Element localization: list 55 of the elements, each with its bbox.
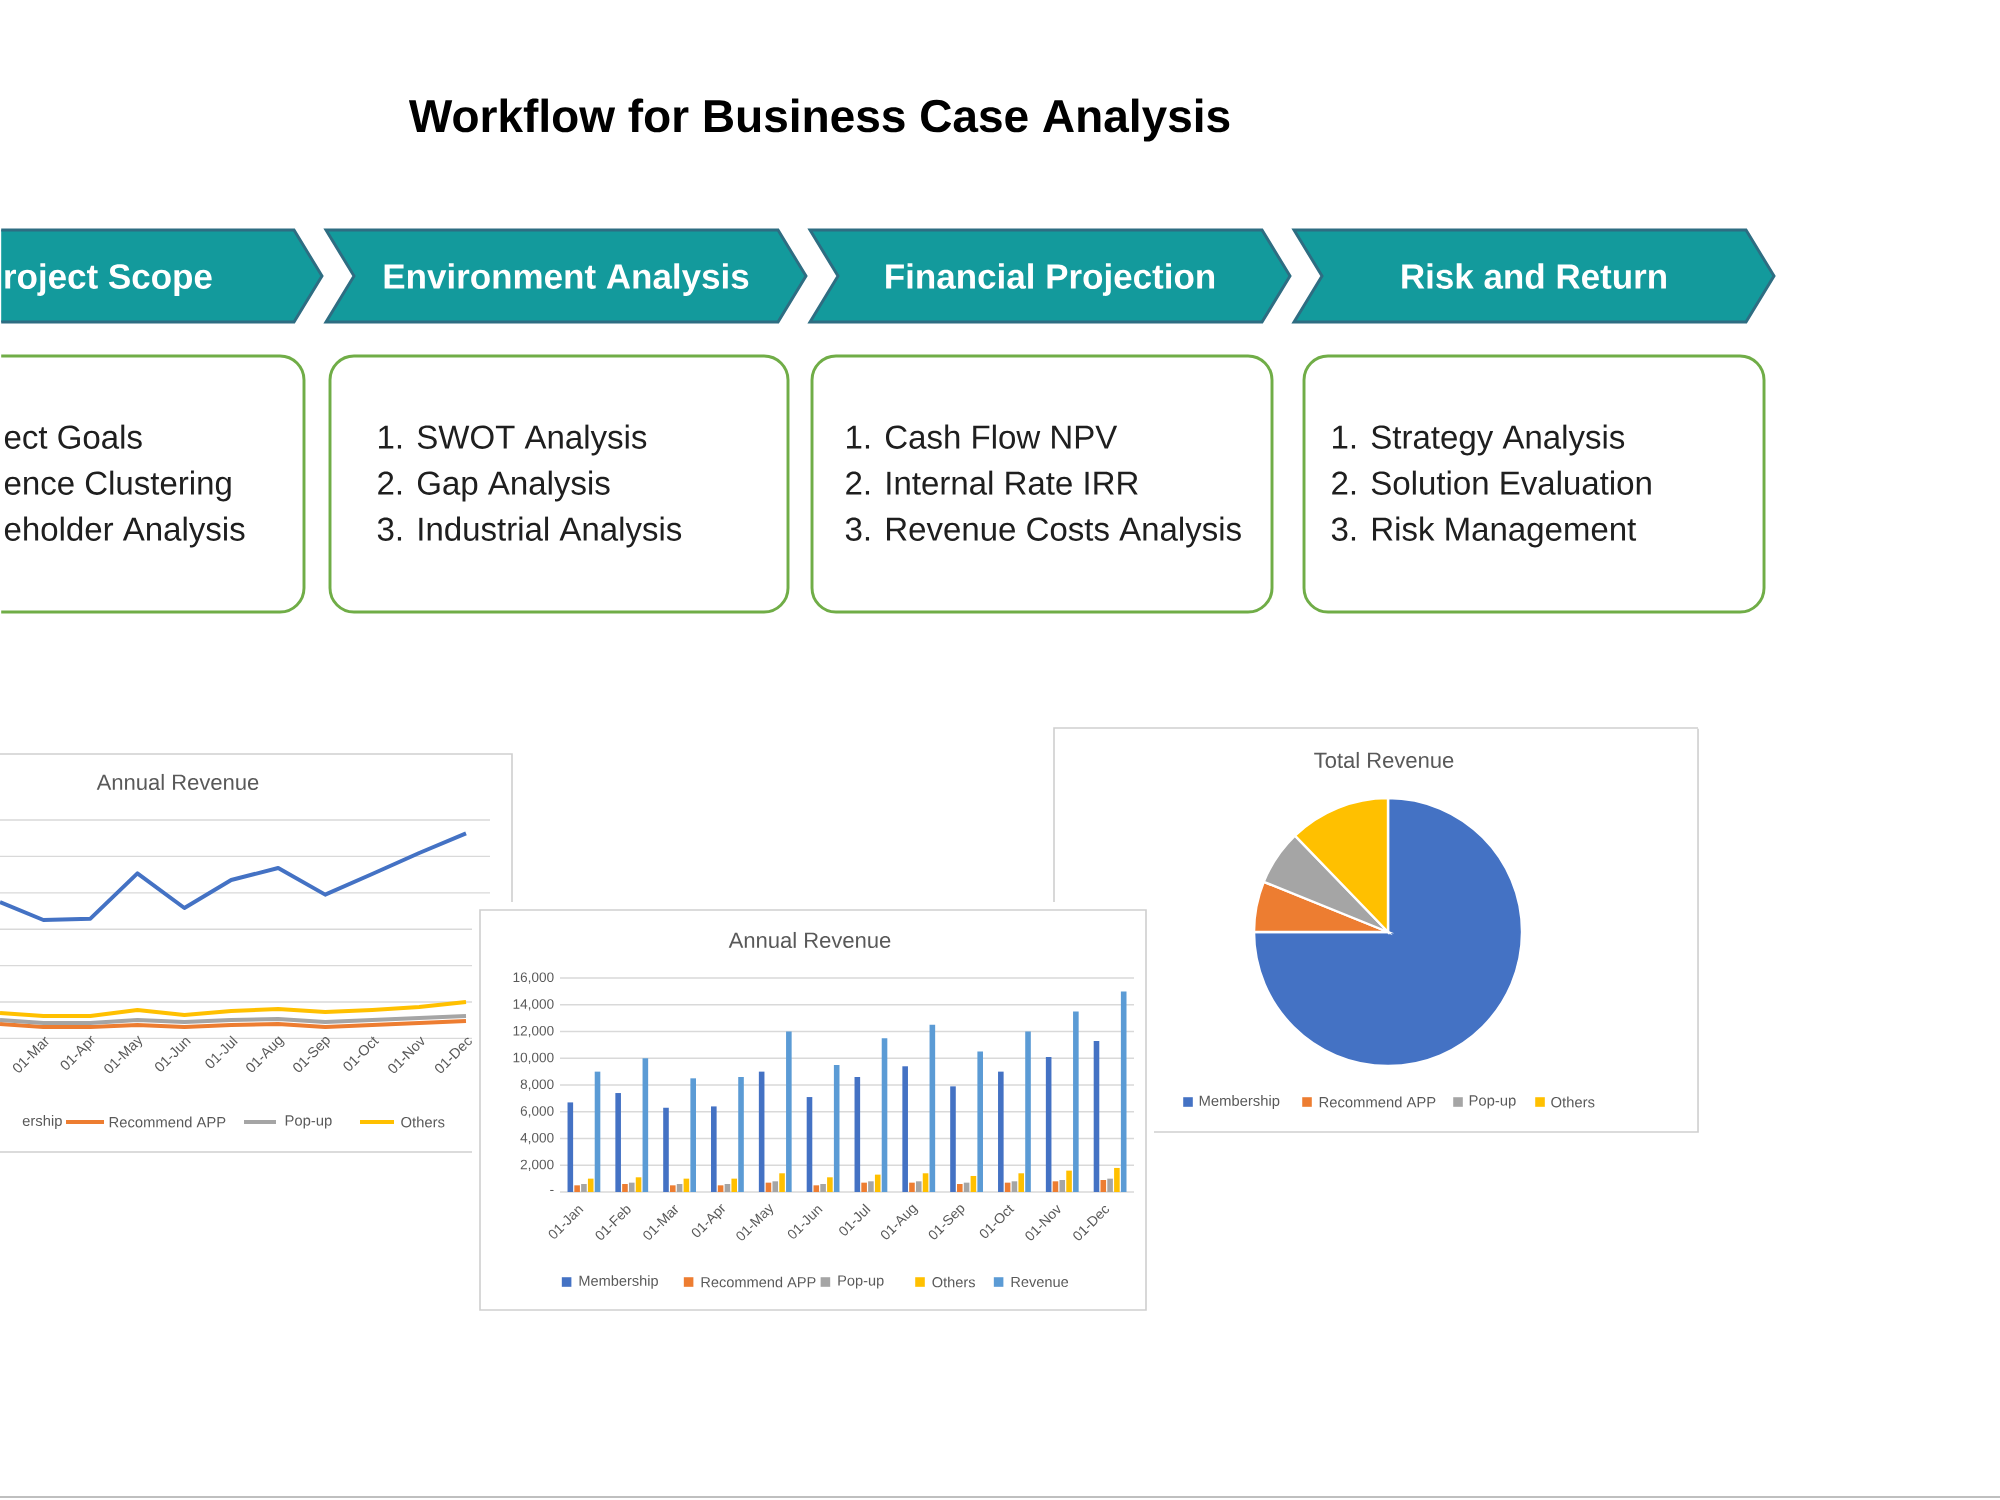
bar xyxy=(861,1182,867,1193)
bar xyxy=(874,1174,881,1193)
bar xyxy=(1052,1181,1059,1193)
list-box: 1. Strategy Analysis 2. Solution Evaluation 3. Risk Management xyxy=(1302,354,1766,614)
bar xyxy=(915,1181,922,1193)
bar xyxy=(950,1086,956,1193)
bar xyxy=(909,1182,915,1193)
bar xyxy=(690,1078,696,1193)
bar xyxy=(998,1071,1004,1193)
bar xyxy=(738,1076,744,1193)
bar xyxy=(615,1093,621,1193)
bar xyxy=(669,1185,676,1193)
bar xyxy=(868,1181,874,1193)
bar xyxy=(1059,1179,1066,1193)
bar xyxy=(635,1177,642,1193)
chevron-step: roject Scope xyxy=(1,228,324,324)
bar xyxy=(1114,1167,1120,1193)
bar xyxy=(820,1183,826,1193)
list-box: 1. SWOT Analysis 2. Gap Analysis 3. Industrial Analysis xyxy=(328,354,790,614)
chart-title: Total Revenue xyxy=(1314,751,1454,769)
bar xyxy=(567,1102,574,1193)
bar xyxy=(628,1182,635,1193)
diagram-title: Workflow for Business Case Analysis xyxy=(408,98,1230,142)
bar xyxy=(1073,1011,1079,1193)
bar xyxy=(827,1177,833,1193)
bar xyxy=(587,1178,594,1193)
bar xyxy=(956,1183,963,1193)
list-box: 1. Cash Flow NPV 2. Internal Rate IRR 3. Revenue Costs Analysis xyxy=(810,354,1274,614)
chevron-step: Risk and Return xyxy=(1291,228,1776,324)
bar xyxy=(574,1185,580,1193)
bar xyxy=(922,1173,929,1193)
bar xyxy=(1025,1031,1031,1193)
bar xyxy=(1100,1179,1107,1193)
bar xyxy=(663,1107,669,1193)
bar xyxy=(786,1031,792,1193)
list-box: ect Goals ence Clustering eholder Analysis xyxy=(1,354,306,614)
bar xyxy=(717,1185,724,1193)
bar xyxy=(1107,1178,1113,1193)
chevron-step: Financial Projection xyxy=(807,228,1292,324)
bar xyxy=(772,1181,779,1193)
bar xyxy=(731,1178,738,1193)
bar xyxy=(622,1183,628,1193)
chart-title: Annual Revenue xyxy=(728,931,891,949)
bar xyxy=(581,1183,587,1193)
bar xyxy=(711,1106,717,1193)
bar xyxy=(977,1051,983,1193)
chart-title: Annual Revenue xyxy=(96,773,259,791)
bar xyxy=(881,1038,888,1193)
bar xyxy=(813,1185,820,1193)
chevron-step: Environment Analysis xyxy=(323,228,808,324)
bar xyxy=(1066,1170,1072,1193)
bar xyxy=(1011,1181,1018,1193)
bar xyxy=(1018,1173,1025,1193)
bar xyxy=(902,1066,908,1193)
bar xyxy=(779,1173,785,1193)
